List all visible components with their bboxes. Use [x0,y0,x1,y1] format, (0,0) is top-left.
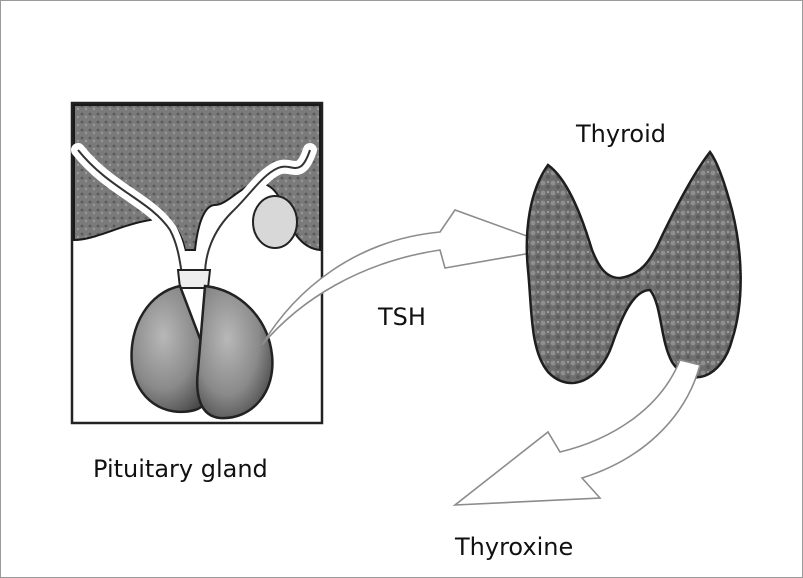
pituitary-panel [72,103,322,423]
thyroid-gland [527,152,741,383]
thyroxine-label: Thyroxine [455,533,573,561]
pituitary-gland-label: Pituitary gland [93,455,268,483]
thyroid-label: Thyroid [576,120,666,148]
tsh-label: TSH [378,303,426,331]
